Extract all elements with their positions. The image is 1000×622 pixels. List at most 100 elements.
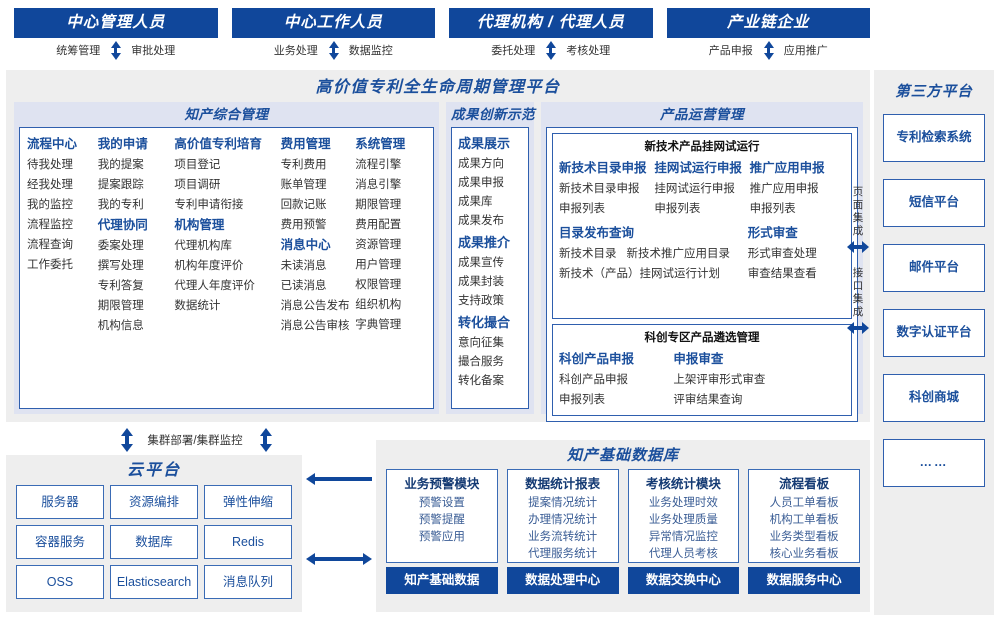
menu-item[interactable]: 评审结果查询	[673, 394, 743, 406]
db-module-head[interactable]: 业务预警模块	[404, 477, 480, 491]
cloud-cell-autoscaling[interactable]: 弹性伸缩	[204, 485, 292, 519]
menu-item[interactable]: 申报列表	[559, 394, 605, 406]
db-module-item[interactable]: 业务处理质量	[648, 514, 718, 526]
menu-item[interactable]: 消息引擎	[355, 179, 402, 191]
menu-item[interactable]: 账单管理	[280, 179, 327, 191]
menu-item[interactable]: 流程引擎	[355, 159, 402, 171]
menu-item[interactable]: 费用配置	[355, 219, 402, 231]
cloud-cell-oss[interactable]: OSS	[16, 565, 104, 599]
db-module-item[interactable]: 代理服务统计	[528, 548, 598, 560]
menu-item[interactable]: 成果发布	[458, 215, 504, 227]
menu-item[interactable]: 委案处理	[97, 240, 144, 252]
menu-item[interactable]: 费用预警	[280, 219, 327, 231]
cloud-cell-container[interactable]: 容器服务	[16, 525, 104, 559]
menu-head[interactable]: 我的申请	[97, 137, 148, 151]
third-party-item-ca[interactable]: 数字认证平台	[883, 309, 985, 357]
menu-item[interactable]: 流程查询	[27, 239, 73, 251]
menu-head[interactable]: 新技术目录申报	[559, 161, 647, 175]
cloud-cell-database[interactable]: 数据库	[110, 525, 198, 559]
menu-item[interactable]: 形式审查处理	[747, 248, 817, 260]
db-module-item[interactable]: 核心业务看板	[769, 548, 839, 560]
menu-item[interactable]: 项目登记	[174, 159, 221, 171]
menu-item[interactable]: 支持政策	[458, 295, 504, 307]
menu-item[interactable]: 资源管理	[355, 239, 402, 251]
db-module-item[interactable]: 业务类型看板	[769, 531, 839, 543]
db-footer-service-center[interactable]: 数据服务中心	[748, 567, 860, 594]
menu-head[interactable]: 转化撮合	[458, 315, 511, 330]
db-module-item[interactable]: 人员工单看板	[769, 497, 839, 509]
menu-item[interactable]: 组织机构	[355, 299, 402, 311]
menu-item[interactable]: 成果申报	[458, 177, 504, 189]
menu-item[interactable]: 专利费用	[280, 159, 327, 171]
menu-head[interactable]: 成果展示	[458, 136, 511, 151]
menu-item[interactable]: 成果库	[458, 196, 493, 208]
menu-item[interactable]: 提案跟踪	[97, 179, 144, 191]
db-module-item[interactable]: 异常情况监控	[648, 531, 718, 543]
third-party-item-email[interactable]: 邮件平台	[883, 244, 985, 292]
db-module-head[interactable]: 考核统计模块	[645, 477, 721, 491]
menu-item[interactable]: 机构年度评价	[174, 260, 244, 272]
third-party-item-more[interactable]: ……	[883, 439, 985, 487]
db-module-item[interactable]: 代理人员考核	[648, 548, 718, 560]
menu-item[interactable]: 推广应用申报	[749, 183, 819, 195]
db-footer-basic-data[interactable]: 知产基础数据	[386, 567, 498, 594]
menu-item[interactable]: 新技术推广应用目录	[626, 248, 731, 260]
menu-head[interactable]: 流程中心	[27, 137, 78, 151]
menu-head[interactable]: 申报审查	[673, 352, 724, 366]
menu-item[interactable]: 申报列表	[559, 203, 605, 215]
menu-head[interactable]: 成果推介	[458, 235, 511, 250]
menu-head[interactable]: 挂网试运行申报	[654, 161, 742, 175]
menu-item[interactable]: 回款记账	[280, 199, 327, 211]
menu-item[interactable]: 机构信息	[97, 320, 144, 332]
menu-item[interactable]: 项目调研	[174, 179, 221, 191]
menu-head[interactable]: 机构管理	[174, 218, 225, 232]
menu-head[interactable]: 推广应用申报	[749, 161, 825, 175]
menu-item[interactable]: 消息公告发布	[280, 300, 350, 312]
menu-item[interactable]: 挂网试运行申报	[654, 183, 735, 195]
cloud-cell-server[interactable]: 服务器	[16, 485, 104, 519]
menu-item[interactable]: 工作委托	[27, 259, 73, 271]
db-module-item[interactable]: 业务处理时效	[648, 497, 718, 509]
menu-item[interactable]: 待我处理	[27, 159, 73, 171]
menu-item[interactable]: 成果宣传	[458, 257, 504, 269]
cloud-cell-mq[interactable]: 消息队列	[204, 565, 292, 599]
menu-item[interactable]: 数据统计	[174, 300, 221, 312]
menu-head[interactable]: 费用管理	[280, 137, 331, 151]
menu-item[interactable]: 成果方向	[458, 158, 504, 170]
menu-item[interactable]: 专利申请衔接	[174, 199, 244, 211]
menu-item[interactable]: 流程监控	[27, 219, 73, 231]
menu-item[interactable]: 申报列表	[654, 203, 701, 215]
menu-item[interactable]: 专利答复	[97, 280, 144, 292]
menu-item[interactable]: 我的专利	[97, 199, 144, 211]
menu-item[interactable]: 申报列表	[749, 203, 796, 215]
db-footer-exchange-center[interactable]: 数据交换中心	[627, 567, 740, 594]
menu-item[interactable]: 撰写处理	[97, 260, 144, 272]
menu-head[interactable]: 代理协同	[97, 218, 148, 232]
menu-head[interactable]: 目录发布查询	[559, 226, 635, 240]
cloud-cell-redis[interactable]: Redis	[204, 525, 292, 559]
menu-item[interactable]: 我的监控	[27, 199, 73, 211]
cloud-cell-orchestration[interactable]: 资源编排	[110, 485, 198, 519]
db-module-item[interactable]: 预警应用	[418, 531, 465, 543]
menu-item[interactable]: 经我处理	[27, 179, 73, 191]
menu-head[interactable]: 系统管理	[355, 137, 406, 151]
db-module-item[interactable]: 机构工单看板	[769, 514, 839, 526]
menu-head[interactable]: 形式审查	[747, 226, 798, 240]
db-module-head[interactable]: 数据统计报表	[525, 477, 601, 491]
db-module-item[interactable]: 提案情况统计	[528, 497, 598, 509]
db-module-item[interactable]: 预警提醒	[418, 514, 465, 526]
third-party-item-sms[interactable]: 短信平台	[883, 179, 985, 227]
menu-item[interactable]: 用户管理	[355, 259, 402, 271]
menu-item[interactable]: 代理人年度评价	[174, 280, 255, 292]
menu-item[interactable]: 我的提案	[97, 159, 144, 171]
menu-item[interactable]: 上架评审形式审查	[673, 374, 766, 386]
menu-item[interactable]: 意向征集	[458, 337, 504, 349]
third-party-item-patent-search[interactable]: 专利检索系统	[883, 114, 985, 162]
menu-item[interactable]: 未读消息	[280, 260, 327, 272]
menu-item[interactable]: 新技术目录	[559, 248, 617, 260]
menu-head[interactable]: 高价值专利培育	[174, 137, 262, 151]
cloud-cell-elasticsearch[interactable]: Elasticsearch	[110, 565, 198, 599]
menu-item[interactable]: 科创产品申报	[559, 374, 628, 386]
menu-head[interactable]: 科创产品申报	[559, 352, 635, 366]
db-module-item[interactable]: 办理情况统计	[528, 514, 598, 526]
